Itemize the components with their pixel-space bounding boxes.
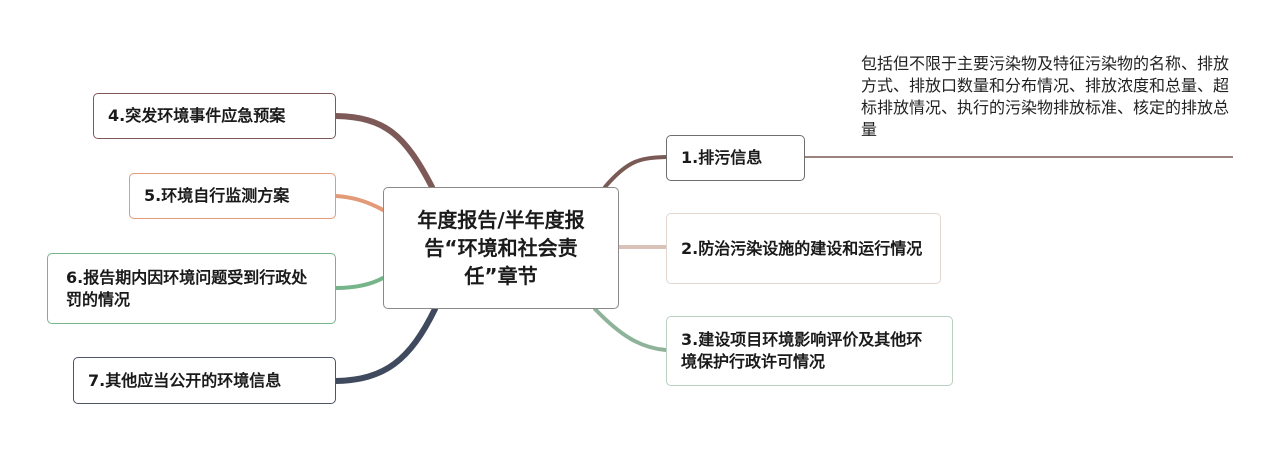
branch-1-note: 包括但不限于主要污染物及特征污染物的名称、排放方式、排放口数量和分布情况、排放浓… [861, 54, 1230, 139]
branch-node-3[interactable]: 3.建设项目环境影响评价及其他环境保护行政许可情况 [666, 316, 953, 386]
branch-node-6[interactable]: 6.报告期内因环境问题受到行政处罚的情况 [47, 253, 336, 324]
connector-branch-4 [333, 113, 435, 190]
branch-label-3: 3.建设项目环境影响评价及其他环境保护行政许可情况 [681, 330, 923, 371]
branch-node-2[interactable]: 2.防治污染设施的建设和运行情况 [666, 213, 941, 284]
branch-label-7: 7.其他应当公开的环境信息 [88, 370, 282, 390]
connector-branch-3 [593, 307, 668, 352]
central-topic[interactable]: 年度报告/半年度报告“环境和社会责任”章节 [383, 187, 619, 309]
branch-label-2: 2.防治污染设施的建设和运行情况 [681, 238, 923, 258]
connector-branch-1 [603, 155, 668, 189]
branch-node-1[interactable]: 1.排污信息 [666, 135, 805, 181]
branch-label-1: 1.排污信息 [681, 148, 763, 167]
connector-branch-6 [334, 276, 385, 290]
connector-branch-5 [334, 194, 385, 212]
branch-node-4[interactable]: 4.突发环境事件应急预案 [93, 93, 336, 139]
branch-node-7[interactable]: 7.其他应当公开的环境信息 [73, 357, 336, 404]
branch-label-6: 6.报告期内因环境问题受到行政处罚的情况 [66, 267, 308, 309]
branch-label-5: 5.环境自行监测方案 [144, 186, 290, 205]
connector-branch-7 [333, 306, 438, 384]
branch-label-4: 4.突发环境事件应急预案 [108, 106, 286, 125]
central-topic-title: 年度报告/半年度报告“环境和社会责任”章节 [417, 208, 585, 288]
branch-node-5[interactable]: 5.环境自行监测方案 [129, 173, 336, 219]
